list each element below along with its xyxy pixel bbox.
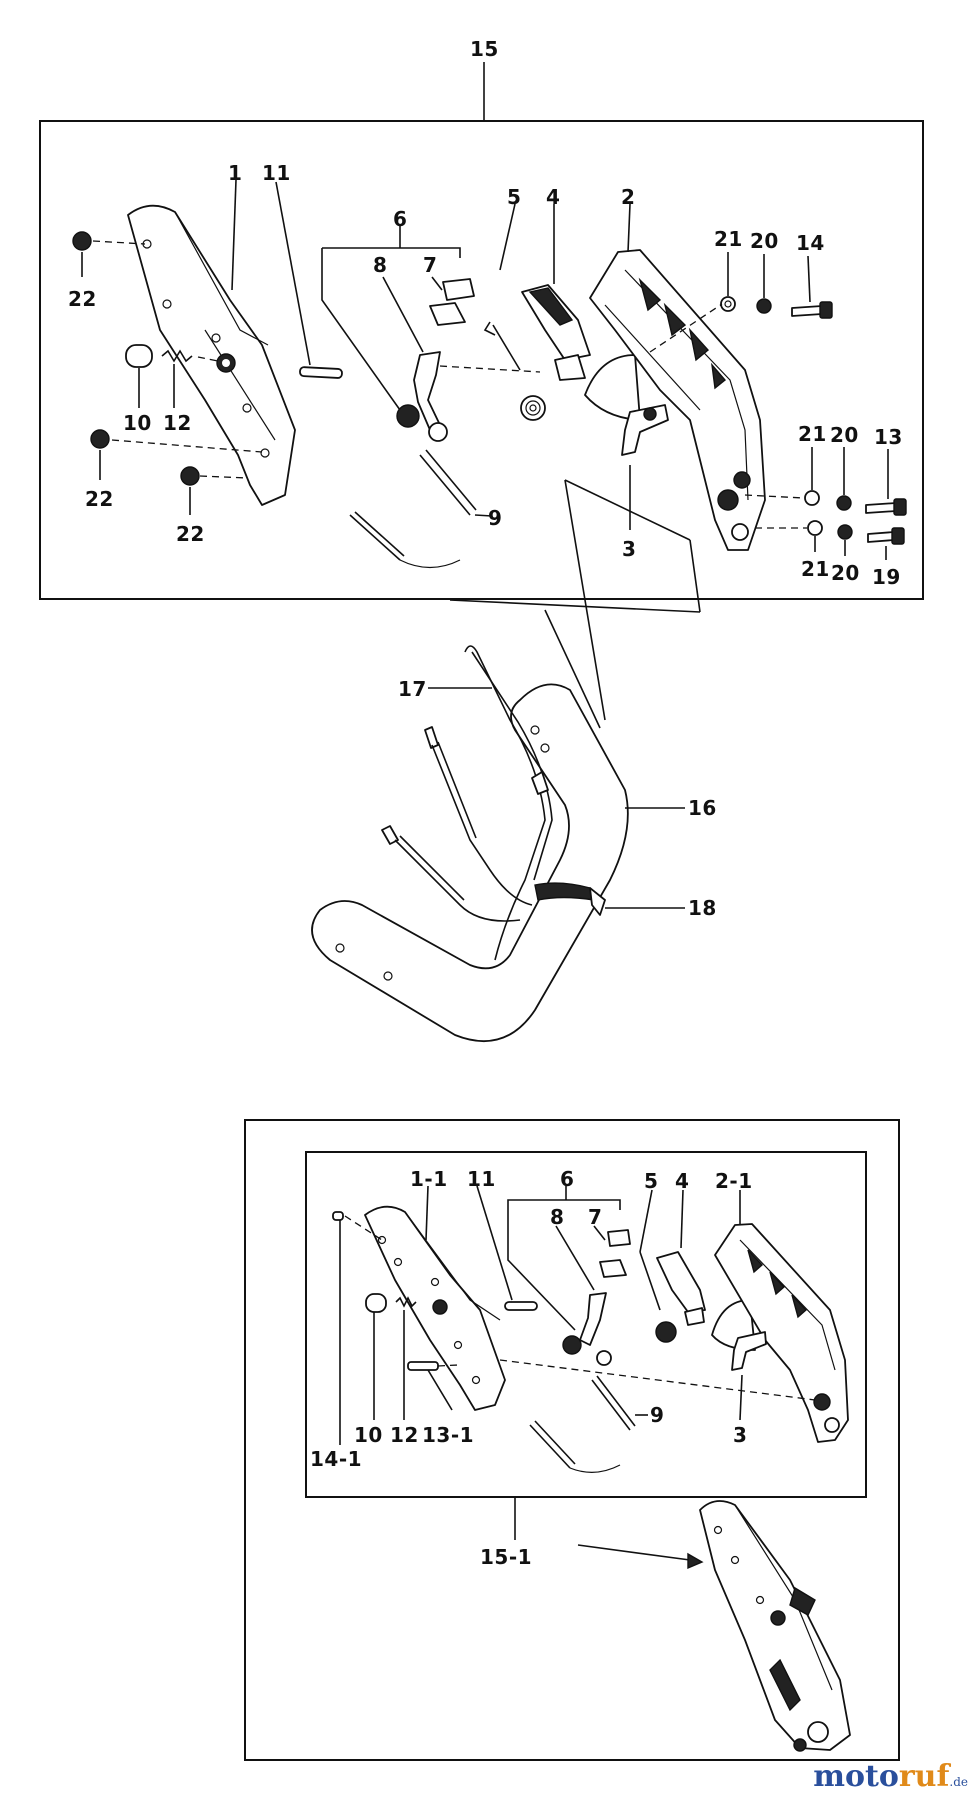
part-22-nut-a <box>72 231 146 277</box>
part-11-pin <box>275 181 343 379</box>
part-9-cable <box>349 449 493 569</box>
label-16: 16 <box>688 796 717 820</box>
label-22-b: 22 <box>85 487 114 511</box>
fasteners-mid-right <box>744 447 907 516</box>
label-10-b: 10 <box>354 1423 383 1447</box>
label-20-b: 20 <box>830 423 859 447</box>
label-2-1: 2-1 <box>715 1169 753 1193</box>
part-7-clip-b <box>593 1225 631 1278</box>
guide-line-d <box>449 599 701 613</box>
part-14-1-screw <box>332 1211 383 1445</box>
label-18: 18 <box>688 896 717 920</box>
part-7-clip <box>429 276 475 326</box>
part-11-pin-b <box>476 1185 538 1311</box>
label-1: 1 <box>228 161 242 185</box>
part-18-cable-clamp <box>534 882 685 916</box>
watermark-brand-a: moto <box>813 1759 899 1794</box>
fasteners-top-right <box>649 252 833 353</box>
label-2: 2 <box>621 185 635 209</box>
label-21-c: 21 <box>801 557 830 581</box>
part-22-nut-b <box>90 429 263 480</box>
part-9-cable-b <box>529 1375 648 1473</box>
label-21-a: 21 <box>714 227 743 251</box>
watermark-brand-b: ruf <box>898 1759 950 1794</box>
part-3-lever-b <box>731 1331 767 1421</box>
label-19: 19 <box>872 565 901 589</box>
part-17-cable <box>381 645 553 961</box>
guide-line-e <box>544 609 601 729</box>
part-13-1-screw <box>407 1361 459 1411</box>
label-20-a: 20 <box>750 229 779 253</box>
flange-cone <box>584 354 641 421</box>
label-8: 8 <box>373 253 387 277</box>
label-22-c: 22 <box>176 522 205 546</box>
part-4-trigger-b <box>656 1189 706 1326</box>
label-14: 14 <box>796 231 825 255</box>
label-5-b: 5 <box>644 1169 658 1193</box>
label-22-a: 22 <box>68 287 97 311</box>
label-5: 5 <box>507 185 521 209</box>
motoruf-watermark: motoruf.de <box>813 1759 968 1794</box>
part-2-1-grip-housing <box>499 1190 849 1443</box>
label-13-1: 13-1 <box>422 1423 474 1447</box>
label-12-b: 12 <box>390 1423 419 1447</box>
label-13: 13 <box>874 425 903 449</box>
watermark-tld: .de <box>949 1775 968 1789</box>
label-9-b: 9 <box>650 1403 664 1427</box>
assembly-15-1-inner-frame <box>305 1151 867 1498</box>
fasteners-low-right <box>755 520 905 560</box>
part-12-spring-b <box>395 1296 417 1420</box>
label-4-b: 4 <box>675 1169 689 1193</box>
part-10-cap <box>125 344 153 408</box>
guide-line-a <box>564 479 691 541</box>
label-3-b: 3 <box>733 1423 747 1447</box>
label-20-c: 20 <box>831 561 860 585</box>
label-6: 6 <box>393 207 407 231</box>
assembly-15-1-outer-frame <box>244 1119 900 1761</box>
guide-line-c <box>689 539 701 613</box>
label-9: 9 <box>488 506 502 530</box>
label-3: 3 <box>622 537 636 561</box>
assembly-15-frame <box>39 120 924 600</box>
part-5-torsion-spring <box>483 203 546 421</box>
label-7: 7 <box>423 253 437 277</box>
label-12: 12 <box>163 411 192 435</box>
part-6-lever-group <box>321 226 461 411</box>
label-15: 15 <box>470 37 499 61</box>
part-22-nut-c <box>180 466 249 515</box>
part-4-throttle-trigger <box>521 204 591 381</box>
label-1-1: 1-1 <box>410 1167 448 1191</box>
part-8-throttle-link <box>382 276 541 442</box>
label-14-1: 14-1 <box>310 1447 362 1471</box>
label-6-b: 6 <box>560 1167 574 1191</box>
label-10: 10 <box>123 411 152 435</box>
part-6-lever-group-b <box>507 1186 621 1331</box>
part-10-cap-b <box>365 1293 387 1420</box>
part-12-spring <box>161 349 219 408</box>
assembly-15-1-complete-handle <box>577 1500 851 1752</box>
label-11-b: 11 <box>467 1167 496 1191</box>
part-8-link-b <box>555 1225 612 1366</box>
label-17: 17 <box>398 677 427 701</box>
part-1-handle-housing <box>127 204 296 506</box>
part-5-spring-b <box>639 1189 677 1343</box>
label-15-1: 15-1 <box>480 1545 532 1569</box>
label-8-b: 8 <box>550 1205 564 1229</box>
guide-line-b <box>564 479 606 721</box>
leader-1 <box>231 179 237 291</box>
part-2-grip-housing <box>589 203 766 551</box>
label-21-b: 21 <box>798 422 827 446</box>
label-7-b: 7 <box>588 1205 602 1229</box>
part-3-lock-lever <box>621 404 669 530</box>
part-16-handle-bar <box>311 683 685 1043</box>
part-1-1-handle-housing <box>364 1185 506 1411</box>
label-4: 4 <box>546 185 560 209</box>
label-11: 11 <box>262 161 291 185</box>
